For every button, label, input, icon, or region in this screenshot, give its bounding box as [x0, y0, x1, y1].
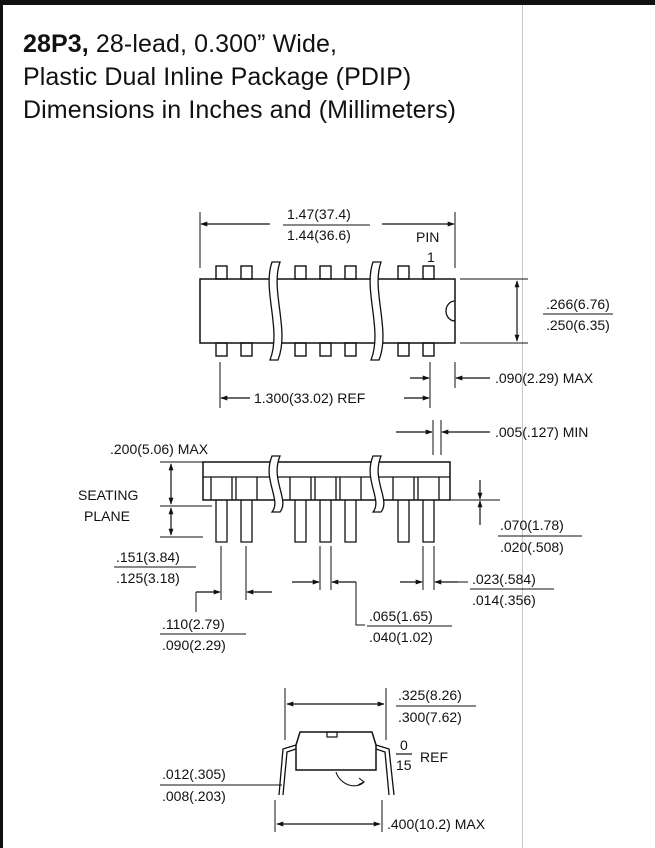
end-offset-label: .090(2.29) MAX	[495, 370, 594, 386]
top-view-lower-leads	[215, 342, 435, 357]
package-code: 28P3,	[23, 30, 89, 58]
lead-width-min-label: .014(.356)	[472, 592, 536, 608]
lead-thk-max-label: .012(.305)	[162, 766, 226, 782]
title-line-1: 28P3, 28-lead, 0.300” Wide,	[23, 28, 518, 61]
shoulder-min-label: .020(.508)	[500, 539, 564, 555]
length-max-label: 1.47(37.4)	[287, 206, 351, 222]
upper-lead-leader	[355, 582, 365, 626]
upper-lead-max-label: .065(1.65)	[369, 608, 433, 624]
side-view-labels: .005(.127) MIN .200(5.06) MAX SEATING PL…	[78, 424, 588, 653]
lead-width-max-label: .023(.584)	[472, 571, 536, 587]
pin1-notch	[445, 300, 456, 322]
angle-ref-label: REF	[420, 749, 448, 765]
upper-lead-min-label: .040(1.02)	[369, 629, 433, 645]
end-view	[160, 688, 476, 832]
column-divider	[522, 5, 523, 848]
angle-top-label: 0	[400, 737, 408, 753]
end-right-lead	[375, 744, 395, 796]
angle-arrow-head	[357, 777, 366, 786]
top-view-upper-leads	[215, 265, 435, 280]
pin-number: 1	[427, 249, 435, 265]
side-view	[114, 420, 582, 635]
top-body-outline	[199, 278, 456, 344]
side-view-leads	[210, 477, 440, 543]
width-max-label: .266(6.76)	[546, 296, 610, 312]
side-view-break-marks	[268, 455, 385, 513]
overall-max-label: .400(10.2) MAX	[387, 816, 486, 832]
lead-length-max-label: .151(3.84)	[116, 549, 180, 565]
length-min-label: 1.44(36.6)	[287, 227, 351, 243]
height-max-label: .200(5.06) MAX	[110, 441, 209, 457]
width-min-label: .250(6.35)	[546, 317, 610, 333]
end-body-outline	[295, 731, 377, 771]
title-line-1-rest: 28-lead, 0.300” Wide,	[88, 30, 338, 58]
end-view-labels: .325(8.26) .300(7.62) 0 15 REF .012(.305…	[162, 687, 486, 832]
pitch-max-label: .110(2.79)	[162, 616, 225, 632]
lead-thk-min-label: .008(.203)	[162, 788, 226, 804]
angle-bottom-label: 15	[396, 757, 412, 773]
title-line-3: Dimensions in Inches and (Millimeters)	[23, 96, 457, 124]
seating-plane-label-2: PLANE	[84, 508, 130, 524]
top-view	[199, 212, 613, 408]
lead-span-ref-label: 1.300(33.02) REF	[254, 390, 365, 406]
standoff-label: .005(.127) MIN	[495, 424, 588, 440]
top-view-labels: 1.47(37.4) 1.44(36.6) PIN 1 .266(6.76) .…	[254, 206, 610, 406]
side-body-outline	[202, 461, 451, 501]
package-title: 28P3, 28-lead, 0.300” Wide, Plastic Dual…	[23, 28, 518, 127]
seating-plane-label-1: SEATING	[78, 487, 138, 503]
row-width-max-label: .325(8.26)	[398, 687, 462, 703]
title-line-2: Plastic Dual Inline Package (PDIP)	[23, 63, 412, 91]
pitch-min-label: .090(2.29)	[162, 637, 226, 653]
top-view-break-marks	[268, 261, 384, 361]
end-left-lead	[278, 744, 297, 796]
shoulder-max-label: .070(1.78)	[500, 517, 564, 533]
pin-label: PIN	[416, 229, 439, 245]
end-body-mark	[326, 731, 338, 738]
row-width-min-label: .300(7.62)	[398, 709, 462, 725]
lead-length-min-label: .125(3.18)	[116, 570, 180, 586]
